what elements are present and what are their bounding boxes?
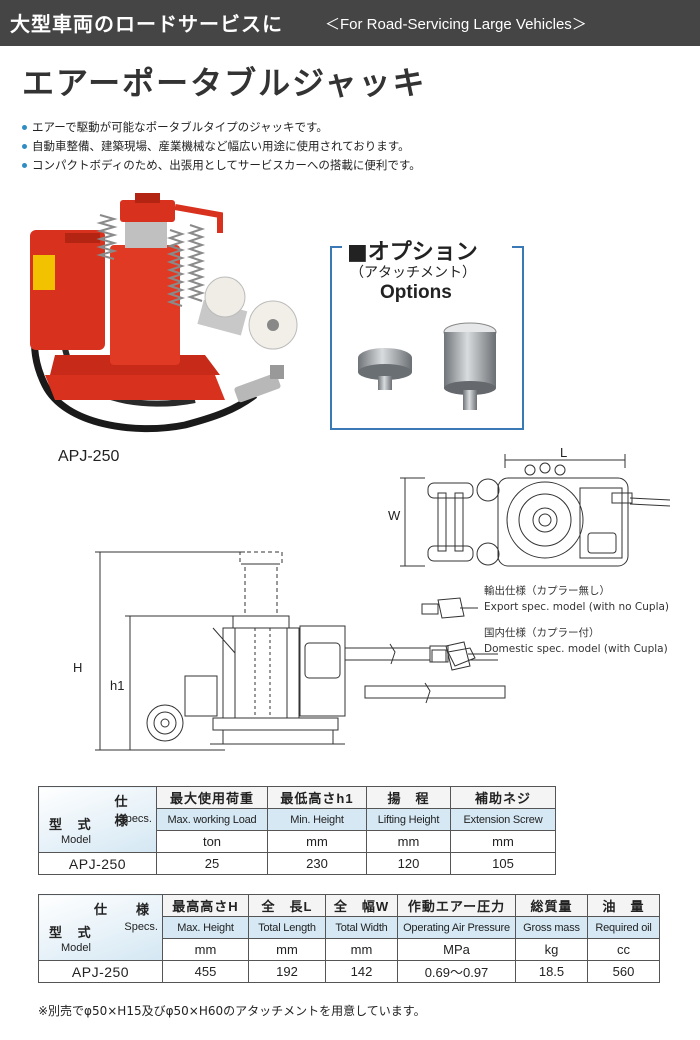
option-title: ■オプション xyxy=(347,240,478,265)
unit-cell: kg xyxy=(515,938,588,961)
column-header-en: Max. working Load xyxy=(156,808,268,831)
unit-cell: mm xyxy=(267,830,367,853)
column-header: 全 長L xyxy=(248,894,326,917)
table-corner-header: 仕 様 Specs. 型 式 Model xyxy=(38,786,157,853)
feature-item: コンパクトボディのため、出張用としてサービスカーへの搭載に便利です。 xyxy=(22,156,421,175)
value-cell: 18.5 xyxy=(515,960,588,983)
option-title-en: Options xyxy=(380,282,452,303)
column-header-en: Extension Screw xyxy=(450,808,556,831)
column-header: 総質量 xyxy=(515,894,588,917)
column-header: 補助ネジ xyxy=(450,786,556,809)
column-header-en: Required oil xyxy=(587,916,660,939)
column-header-en: Total Width xyxy=(325,916,398,939)
spec-table-1: 仕 様 Specs. 型 式 Model 最大使用荷重 最低高さh1 揚 程 補… xyxy=(38,786,556,875)
export-note-en: Export spec. model (with no Cupla) xyxy=(484,601,670,613)
column-header-en: Max. Height xyxy=(162,916,249,939)
value-cell: 230 xyxy=(267,852,367,875)
column-header: 作動エアー圧力 xyxy=(397,894,516,917)
attachment-photos xyxy=(358,322,497,410)
value-cell: 192 xyxy=(248,960,326,983)
column-header: 全 幅W xyxy=(325,894,398,917)
feature-list: エアーで駆動が可能なポータブルタイプのジャッキです。 自動車整備、建築現場、産業… xyxy=(22,118,421,175)
banner-title-en: ＜For Road-Servicing Large Vehicles＞ xyxy=(325,16,587,33)
column-header: 油 量 xyxy=(587,894,660,917)
value-cell: 455 xyxy=(162,960,249,983)
bullet-dot-icon xyxy=(22,125,27,130)
coupler-domestic-icon xyxy=(431,641,498,671)
value-cell: 105 xyxy=(450,852,556,875)
table-corner-header: 仕 様 Specs. 型 式 Model xyxy=(38,894,163,961)
option-box-corner xyxy=(330,246,342,248)
option-subtitle: （アタッチメント） xyxy=(350,265,476,281)
unit-cell: cc xyxy=(587,938,660,961)
header-banner: 大型車両のロードサービスに ＜For Road-Servicing Large … xyxy=(0,0,700,46)
domestic-note-en: Domestic spec. model (with Cupla) xyxy=(484,643,668,655)
unit-cell: mm xyxy=(248,938,326,961)
attachment-tall-icon xyxy=(443,322,497,410)
unit-cell: MPa xyxy=(397,938,516,961)
column-header-en: Operating Air Pressure xyxy=(397,916,516,939)
dimension-label-l: L xyxy=(560,445,568,460)
bullet-dot-icon xyxy=(22,163,27,168)
column-header: 最高高さH xyxy=(162,894,249,917)
model-cell: APJ-250 xyxy=(38,852,157,875)
unit-cell: mm xyxy=(325,938,398,961)
table-row: APJ-250 25 230 120 105 xyxy=(38,852,556,875)
banner-title-jp: 大型車両のロードサービスに xyxy=(10,12,283,36)
photo-caption: APJ-250 xyxy=(58,448,120,465)
value-cell: 120 xyxy=(366,852,451,875)
column-header: 揚 程 xyxy=(366,786,451,809)
jack-product-photo xyxy=(30,193,298,433)
export-note-jp: 輸出仕様（カプラー無し） xyxy=(484,585,610,597)
top-view-drawing xyxy=(400,454,670,567)
unit-cell: mm xyxy=(450,830,556,853)
model-cell: APJ-250 xyxy=(38,960,163,983)
value-cell: 0.69～0.97 xyxy=(397,960,516,983)
dimension-label-w: W xyxy=(388,508,401,523)
dimension-label-h1: h1 xyxy=(110,678,125,693)
value-cell: 25 xyxy=(156,852,268,875)
column-header: 最大使用荷重 xyxy=(156,786,268,809)
column-header-en: Gross mass xyxy=(515,916,588,939)
column-header-en: Total Length xyxy=(248,916,326,939)
footnote: ※別売でφ50×H15及びφ50×H60のアタッチメントを用意しています。 xyxy=(38,1004,426,1018)
side-view-drawing xyxy=(95,551,506,751)
feature-item: 自動車整備、建築現場、産業機械など幅広い用途に使用されております。 xyxy=(22,137,421,156)
bullet-dot-icon xyxy=(22,144,27,149)
feature-item: エアーで駆動が可能なポータブルタイプのジャッキです。 xyxy=(22,118,421,137)
domestic-note-jp: 国内仕様（カプラー付） xyxy=(484,627,600,639)
value-cell: 560 xyxy=(587,960,660,983)
page-title: エアーポータブルジャッキ xyxy=(22,64,427,102)
coupler-export-icon xyxy=(421,597,478,619)
unit-cell: mm xyxy=(162,938,249,961)
spec-table-2: 仕 様 Specs. 型 式 Model 最高高さH 全 長L 全 幅W 作動エ… xyxy=(38,894,660,983)
value-cell: 142 xyxy=(325,960,398,983)
dimension-label-h: H xyxy=(73,660,83,675)
option-box xyxy=(330,246,524,430)
column-header-en: Min. Height xyxy=(267,808,367,831)
table-row: APJ-250 455 192 142 0.69～0.97 18.5 560 xyxy=(38,960,660,983)
column-header-en: Lifting Height xyxy=(366,808,451,831)
attachment-short-icon xyxy=(358,348,412,390)
unit-cell: ton xyxy=(156,830,268,853)
option-box-corner xyxy=(512,246,524,248)
unit-cell: mm xyxy=(366,830,451,853)
column-header: 最低高さh1 xyxy=(267,786,367,809)
